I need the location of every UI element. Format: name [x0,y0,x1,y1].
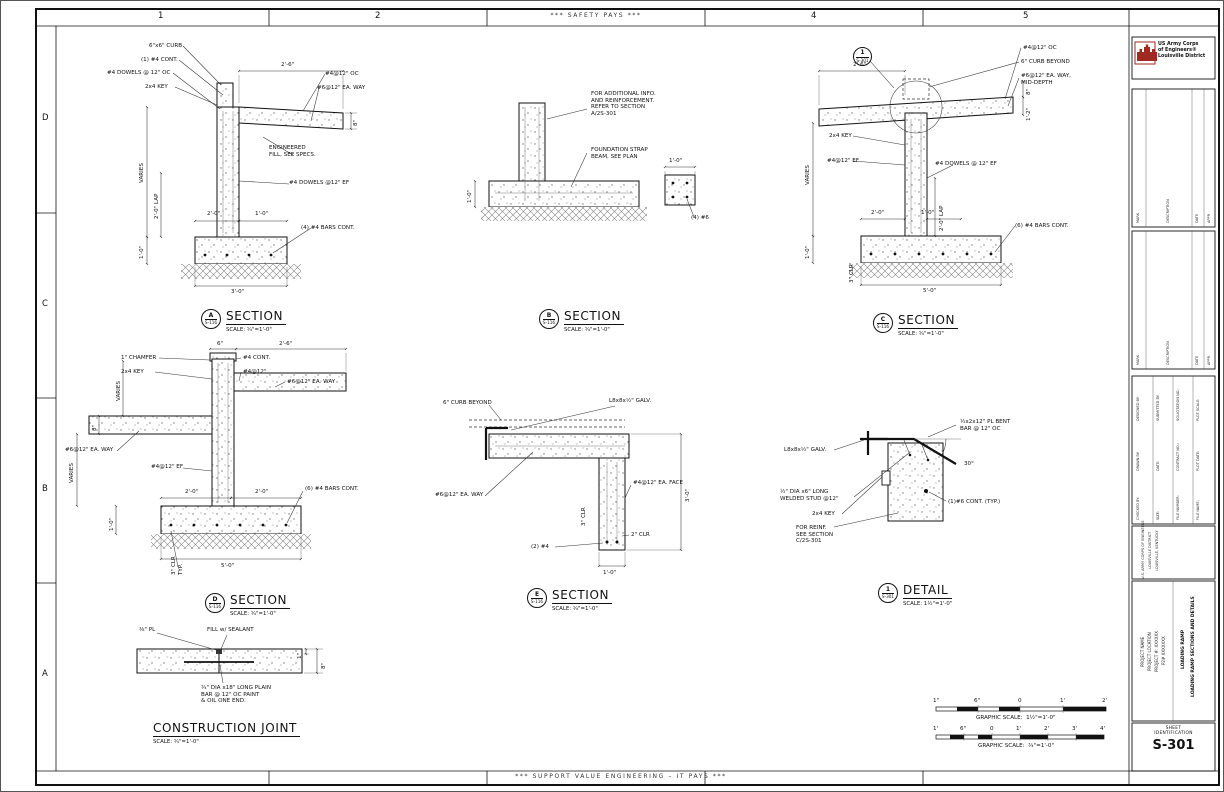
detail-1-title: 1 S-301 DETAIL SCALE: 1½"=1'-0" [878,583,953,607]
bubble-sheet-ref: S-116 [542,320,556,326]
section-a-drawing [145,45,357,288]
usace-castle-icon [1137,44,1157,61]
section-a-bubble: A S-116 [201,309,221,329]
section-title-text: SECTION [230,593,291,609]
section-c-bubble: C S-116 [873,313,893,333]
section-e-title: E S-116 SECTION SCALE: ¾"=1'-0" [527,588,613,612]
sheet-id-label: IDENTIFICATION [1154,731,1193,736]
detail-title-text: DETAIL [903,583,953,599]
agency-line: US Army Corps [1158,42,1199,47]
top-banner: *** SAFETY PAYS *** [550,12,642,19]
bubble-sheet-ref: S-301 [881,594,895,600]
detail-callout-bubble: 1 S-301 [853,47,872,66]
section-b-title: B S-116 SECTION SCALE: ¾"=1'-0" [539,309,625,333]
cj-title-text: CONSTRUCTION JOINT [153,721,300,737]
section-scale-text: SCALE: ¾"=1'-0" [226,326,272,333]
agency-line: Louisville District [1158,54,1206,60]
graphic-scale-bars [935,705,1107,741]
section-title-text: SECTION [564,309,625,325]
callout-sheet-ref: S-301 [856,57,869,63]
section-d-drawing [75,347,348,568]
section-d-bubble: D S-116 [205,593,225,613]
section-title-text: SECTION [552,588,613,604]
title-block: US Army Corps of Engineers® Louisville D… [1129,9,1219,785]
detail-1-drawing [833,424,961,528]
section-e-drawing [469,404,683,568]
section-scale-text: SCALE: ¾"=1'-0" [564,326,610,333]
section-b-bubble: B S-116 [539,309,559,329]
cj-scale-text: SCALE: ¾"=1'-0" [153,738,199,745]
construction-joint-drawing [136,632,323,684]
section-title-text: SECTION [226,309,287,325]
detail-1-bubble: 1 S-301 [878,583,898,603]
bubble-sheet-ref: S-116 [876,324,890,330]
section-b-drawing [473,102,697,221]
bubble-sheet-ref: S-116 [204,320,218,326]
section-d-title: D S-116 SECTION SCALE: ¾"=1'-0" [205,593,291,617]
section-scale-text: SCALE: ¾"=1'-0" [898,330,944,337]
section-b: FOR ADDITIONAL INFO. AND REINFORCEMENT. … [401,33,716,343]
detail-scale-text: SCALE: 1½"=1'-0" [903,600,953,607]
section-d: 6"2'-6"1" CHAMFER#4 CONT.2x4 KEY#4@12"#6… [59,331,394,641]
sheet-id-label: SHEET [1165,726,1182,731]
agency-line: of Engineers® [1158,48,1197,54]
callout-number: 1 [856,49,869,58]
usace-logo-text: US Army Corps of Engineers® Louisville D… [1158,42,1205,61]
bubble-letter: E [530,591,544,600]
section-title-text: SECTION [898,313,959,329]
title-block-grid [1131,36,1216,772]
section-c-drawing [811,47,1025,287]
bubble-number: 1 [881,586,895,595]
bubble-letter: D [208,596,222,605]
section-e-bubble: E S-116 [527,588,547,608]
bottom-banner: *** SUPPORT VALUE ENGINEERING – IT PAYS … [515,773,727,780]
section-a-title: A S-116 SECTION SCALE: ¾"=1'-0" [201,309,287,333]
section-a: 6"x6" CURB(1) #4 CONT.#4 DOWELS @ 12" OC… [63,33,375,343]
bubble-letter: A [204,312,218,321]
bubble-letter: C [876,316,890,325]
sheet-identification: SHEET IDENTIFICATION S-301 [1132,726,1215,753]
section-c-title: C S-116 SECTION SCALE: ¾"=1'-0" [873,313,959,337]
bubble-sheet-ref: S-116 [530,599,544,605]
construction-joint-title: CONSTRUCTION JOINT SCALE: ¾"=1'-0" [153,721,300,745]
section-scale-text: SCALE: ¾"=1'-0" [230,610,276,617]
sheet-number: S-301 [1152,738,1195,753]
section-scale-text: SCALE: ¾"=1'-0" [552,605,598,612]
bubble-sheet-ref: S-116 [208,604,222,610]
bubble-letter: B [542,312,556,321]
